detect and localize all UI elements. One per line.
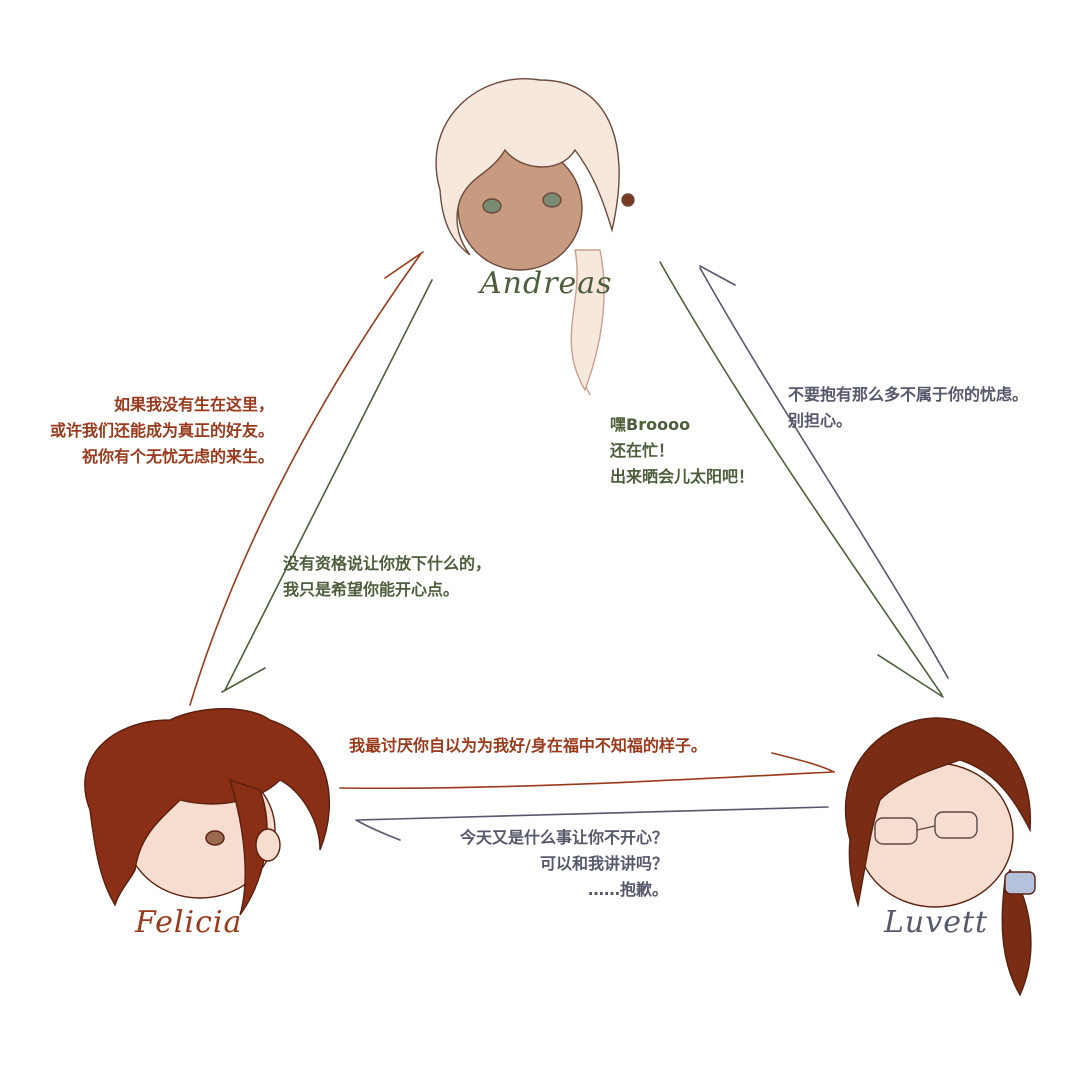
arrowhead-felicia-to-luvett xyxy=(771,752,835,773)
felicia-hair-side xyxy=(228,778,268,916)
arrow-andreas-to-felicia xyxy=(224,279,433,691)
felicia-eye xyxy=(205,830,225,846)
arrow-andreas-to-luvett xyxy=(659,261,943,696)
arrowhead-luvett-to-felicia xyxy=(355,819,401,841)
name-andreas: Andreas xyxy=(480,266,613,301)
andreas-hair xyxy=(435,78,620,256)
andreas-eye-left xyxy=(482,198,502,214)
message-line: 出来晒会儿太阳吧！ xyxy=(610,467,755,486)
arrowhead-andreas-to-luvett xyxy=(877,654,944,698)
message-line: ……抱歉。 xyxy=(587,880,668,899)
luvett-glasses xyxy=(874,811,978,845)
arrow-luvett-to-felicia xyxy=(357,806,829,821)
luvett-portrait xyxy=(844,717,1036,997)
message-line: 可以和我讲讲吗？ xyxy=(539,854,668,873)
message-felicia-to-andreas: 如果我没有生在这里， 或许我们还能成为真正的好友。 祝你有个无忧无虑的来生。 xyxy=(22,392,274,470)
felicia-hair xyxy=(84,708,331,907)
message-luvett-to-felicia: 今天又是什么事让你不开心？ 可以和我讲讲吗？ ……抱歉。 xyxy=(420,825,668,903)
message-line: 不要抱有那么多不属于你的忧虑。 xyxy=(788,385,1029,404)
message-andreas-to-felicia: 没有资格说让你放下什么的， 我只是希望你能开心点。 xyxy=(283,551,491,603)
luvett-hair-tie xyxy=(1004,871,1036,895)
arrow-luvett-to-andreas xyxy=(699,267,949,679)
luvett-braid xyxy=(1001,868,1032,997)
message-line: 我只是希望你能开心点。 xyxy=(283,580,460,599)
felicia-ear xyxy=(255,828,281,862)
arrowhead-luvett-to-andreas xyxy=(699,265,736,286)
message-line: 别担心。 xyxy=(788,411,853,430)
felicia-portrait xyxy=(84,708,331,916)
name-felicia: Felicia xyxy=(135,905,243,940)
message-line: 没有资格说让你放下什么的， xyxy=(283,554,492,573)
message-line: 还在忙！ xyxy=(610,441,675,460)
message-andreas-to-luvett: 嘿Broooo 还在忙！ 出来晒会儿太阳吧！ xyxy=(610,412,754,490)
message-line: 今天又是什么事让你不开心？ xyxy=(459,828,668,847)
arrow-felicia-to-luvett xyxy=(339,771,833,790)
arrow-felicia-to-andreas xyxy=(189,254,421,706)
andreas-eye-right xyxy=(542,192,562,208)
message-line: 或许我们还能成为真正的好友。 xyxy=(49,421,274,440)
luvett-hair xyxy=(844,717,1032,908)
andreas-portrait xyxy=(435,78,635,396)
message-line: 我最讨厌你自以为为我好/身在福中不知福的样子。 xyxy=(349,736,707,755)
message-line: 祝你有个无忧无虑的来生。 xyxy=(81,447,274,466)
message-line: 嘿Broooo xyxy=(610,415,691,434)
arrowhead-andreas-to-felicia xyxy=(221,667,266,693)
andreas-ponytail-fill xyxy=(570,249,605,392)
arrowhead-felicia-to-andreas xyxy=(384,251,424,279)
name-luvett: Luvett xyxy=(884,905,989,940)
message-felicia-to-luvett: 我最讨厌你自以为为我好/身在福中不知福的样子。 xyxy=(349,733,707,759)
message-line: 如果我没有生在这里， xyxy=(113,395,274,414)
andreas-earring xyxy=(621,193,635,207)
message-luvett-to-andreas: 不要抱有那么多不属于你的忧虑。 别担心。 xyxy=(788,382,1028,434)
